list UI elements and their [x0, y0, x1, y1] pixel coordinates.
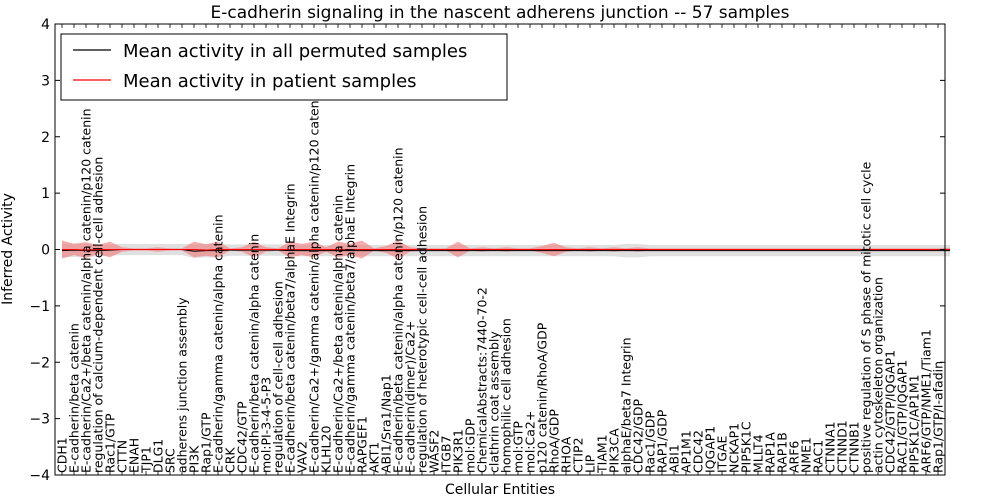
- chart-title: E-cadherin signaling in the nascent adhe…: [211, 3, 790, 23]
- x-tick-label: CTNNA1: [823, 421, 838, 473]
- x-tick-label: E-cadherin/gamma catenin/beta7/alphaE In…: [343, 164, 358, 473]
- x-tick-label: regulation of cell-cell adhesion: [271, 281, 286, 473]
- legend-frame: [60, 33, 508, 101]
- x-tick-label: AKT1: [367, 442, 382, 473]
- x-tick-label: RAP1/GDP: [655, 409, 670, 473]
- x-tick-label: mol:Ca2+: [523, 411, 538, 473]
- x-tick-label: RAPGEF1: [355, 416, 370, 473]
- x-tick-label: PIK3CA: [607, 428, 622, 473]
- x-axis-label: Cellular Entities: [445, 482, 555, 498]
- x-tick-label: CTTN: [115, 440, 130, 473]
- legend: Mean activity in all permuted samples Me…: [60, 33, 508, 101]
- x-tick-label: WASF2: [427, 430, 442, 473]
- y-axis-label: Inferred Activity: [0, 193, 16, 305]
- y-tick-label: 4: [41, 17, 50, 33]
- x-tick-label: PIP5K1C: [739, 421, 754, 473]
- x-tick-label: ARF6/GTP/NME1/Tiam1: [919, 329, 934, 473]
- x-tick-label: Rac1/GTP: [103, 413, 118, 473]
- x-tick-label: RAC1/GTP/IQGAP1: [895, 360, 910, 473]
- x-tick-label: E-cadherin/beta catenin/beta7/alphaE Int…: [283, 183, 298, 473]
- x-tick-label: RAP1A: [763, 432, 778, 473]
- y-axis: 4 3 2 1 0 −1 −2 −3 −4: [29, 17, 945, 484]
- x-tick-label: CDC42/GTP/IQGAP1: [883, 350, 898, 473]
- y-tick-label: −3: [29, 412, 50, 428]
- x-tick-label: E-cadherin/beta catenin/alpha catenin/p1…: [391, 147, 406, 473]
- x-tick-label: CDC42/GDP: [631, 398, 646, 473]
- x-tick-label: MLLT4: [751, 434, 766, 473]
- x-tick-label: ENAH: [127, 438, 142, 473]
- y-tick-label: 2: [41, 130, 50, 146]
- x-tick-label: ABI1/Sra1/Nap1: [379, 374, 394, 473]
- plot-area: [61, 240, 950, 259]
- x-tick-label: ARF6: [787, 441, 802, 473]
- x-tick-label: RAP1B: [775, 432, 790, 473]
- x-tick-label: CDC42/GTP: [235, 401, 250, 473]
- x-tick-label: SRC: [163, 448, 178, 473]
- x-tick-label: E-cadherin/Ca2+/gamma catenin/alpha cate…: [307, 89, 322, 473]
- x-tick-label: actin cytoskeleton organization: [871, 277, 886, 473]
- x-tick-label: NME1: [799, 437, 814, 473]
- y-tick-label: −2: [29, 355, 50, 371]
- y-tick-label: 0: [41, 243, 50, 259]
- x-tick-label: E-cadherin/beta catenin: [67, 323, 82, 473]
- y-tick-label: 3: [41, 73, 50, 89]
- x-tick-label: TIAM1: [595, 434, 610, 474]
- x-tick-label: regulation of heterotypic cell-cell adhe…: [415, 206, 430, 473]
- x-tick-label: E-cadherin(dimer)/Ca2+: [403, 321, 418, 473]
- x-tick-label: RAC1: [811, 440, 826, 473]
- x-tick-label: CTNND1: [835, 420, 850, 473]
- x-tick-label: DLG1: [151, 439, 166, 473]
- x-tick-label: IQGAP1: [703, 426, 718, 473]
- x-tick-label: homophilic cell adhesion: [499, 318, 514, 473]
- y-tick-label: −4: [29, 468, 50, 484]
- x-tick-label: AP1M1: [679, 430, 694, 473]
- x-tick-label: E-cadherin/gamma catenin/alpha catenin: [211, 214, 226, 473]
- x-tick-label: ChemicalAbstracts:7440-70-2: [475, 287, 490, 473]
- x-tick-label: clathrin coat assembly: [487, 331, 502, 473]
- x-tick-label: KLHL20: [319, 426, 334, 473]
- x-tick-label: mol:PI-3-4-5-P3: [259, 377, 274, 473]
- series-line-patient: [62, 248, 950, 251]
- x-tick-label: CTIP2: [571, 437, 586, 473]
- x-tick-label: PI3K: [187, 445, 202, 473]
- x-tick-label: RHOA: [559, 436, 574, 473]
- legend-label-permuted: Mean activity in all permuted samples: [123, 41, 467, 62]
- x-tick-label: VAV2: [295, 441, 310, 473]
- y-tick-label: 1: [41, 186, 50, 202]
- x-tick-label: NCKAP1: [727, 423, 742, 473]
- x-tick-label: regulation of calcium-dependent cell-cel…: [91, 157, 106, 473]
- legend-label-patient: Mean activity in patient samples: [123, 71, 417, 92]
- x-tick-label: ITGAE: [715, 435, 730, 473]
- x-tick-label: RhoA/GDP: [547, 409, 562, 473]
- x-tick-label: CDC42: [691, 430, 706, 473]
- series-line-permuted: [61, 248, 950, 252]
- x-tick-label: PIK3R1: [451, 429, 466, 473]
- x-tick-label: mol:GTP: [511, 421, 526, 473]
- x-tick-label: PIP5K1C/AP1M1: [907, 374, 922, 473]
- x-tick-label: p120 catenin/RhoA/GDP: [535, 322, 550, 473]
- x-tick-label: alphaE/beta7 Integrin: [619, 337, 634, 473]
- x-tick-label: E-cadherin/Ca2+/beta catenin/alpha caten…: [331, 195, 346, 473]
- x-tick-label: Rap1/GTP/I-afadin: [931, 361, 946, 473]
- y-tick-label: −1: [29, 299, 50, 315]
- x-tick-label: CRK: [223, 447, 238, 473]
- x-tick-label: TJP1: [139, 446, 154, 474]
- x-tick-label: positive regulation of S phase of mitoti…: [859, 161, 874, 473]
- x-tick-label: CTNNB1: [847, 421, 862, 473]
- x-tick-label: LIP: [583, 454, 598, 473]
- x-tick-label: ITGB7: [439, 435, 454, 473]
- x-tick-label: CDH1: [55, 437, 70, 473]
- x-tick-label: E-cadherin/beta catenin/alpha catenin: [247, 234, 262, 473]
- x-tick-label: E-cadherin/Ca2+/beta catenin/alpha caten…: [79, 108, 94, 473]
- x-tick-label: ABI1: [667, 444, 682, 473]
- x-tick-label: Rap1/GTP: [199, 412, 214, 473]
- x-tick-label: Rac1/GDP: [643, 411, 658, 473]
- x-tick-label: adherens junction assembly: [175, 297, 190, 473]
- x-tick-label: mol:GDP: [463, 418, 478, 473]
